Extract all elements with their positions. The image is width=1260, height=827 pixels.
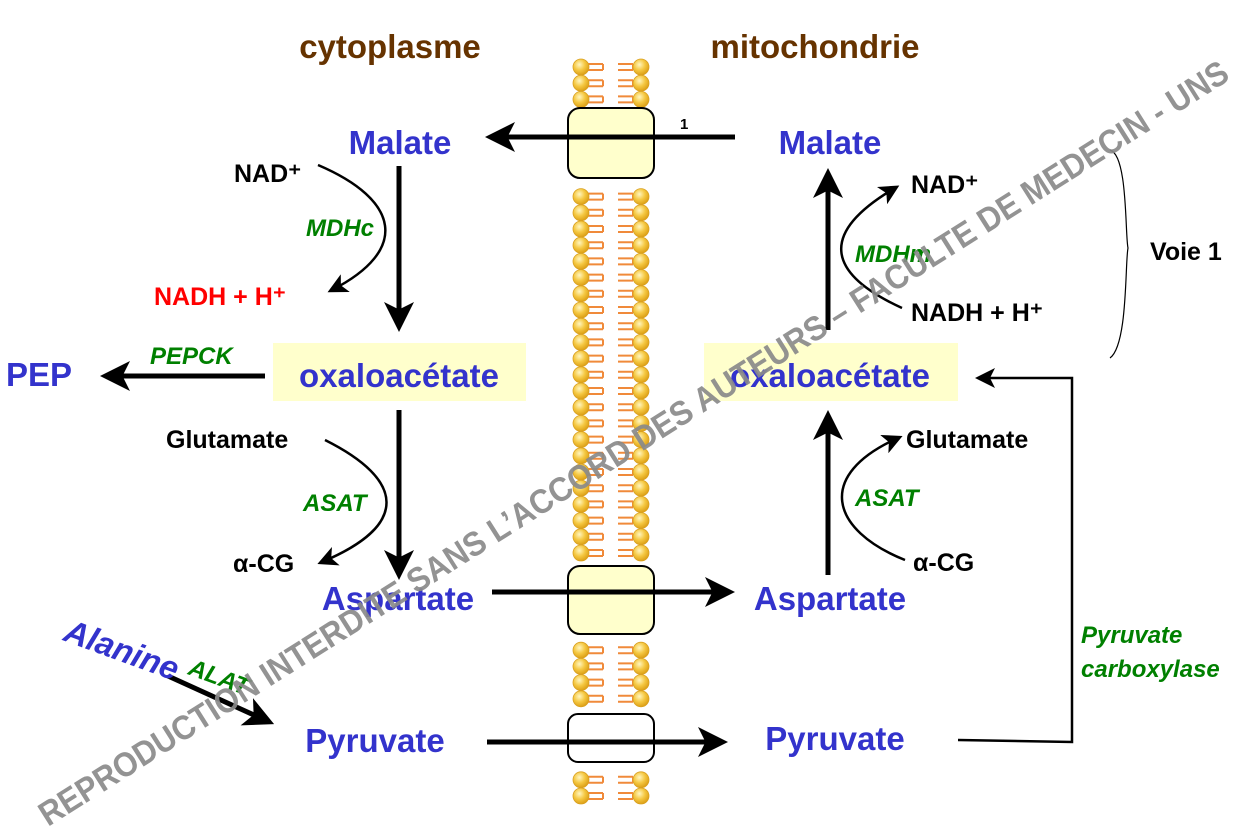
lipid-row	[572, 658, 650, 675]
nad-mito: NAD⁺	[911, 171, 978, 199]
lipid-row	[572, 74, 650, 92]
mdhm-cofactor-arrow	[839, 185, 903, 310]
lipid-row	[572, 771, 650, 789]
lipid-row	[572, 382, 650, 400]
lipid-row	[572, 269, 650, 287]
title-mitochondria: mitochondrie	[710, 28, 919, 65]
lipid-row	[572, 301, 650, 319]
oaa-cyto: oxaloacétate	[299, 357, 499, 394]
enzyme-pc-line2: carboxylase	[1081, 656, 1220, 683]
enzyme-asat-mito: ASAT	[854, 485, 921, 512]
lipid-row	[572, 463, 650, 481]
asat-mito-cofactor-arrow	[840, 434, 906, 562]
lipid-row	[572, 91, 650, 108]
lipid-row	[572, 512, 650, 529]
lipid-row	[572, 252, 650, 270]
asat-cyto-cofactor-arrow	[317, 438, 388, 566]
title-cytoplasm: cytoplasme	[299, 28, 481, 65]
enzyme-asat-cyto: ASAT	[302, 490, 369, 517]
enzyme-pc-line1: Pyruvate	[1081, 622, 1182, 649]
transport-label: 1	[680, 116, 688, 133]
mdhc-cofactor-arrow	[317, 163, 387, 293]
lipid-row	[572, 787, 650, 805]
oaa-mito: oxaloacétate	[730, 357, 930, 394]
nadh-mito: NADH + H⁺	[911, 299, 1043, 327]
lipid-row	[572, 544, 650, 562]
lipid-row	[572, 447, 650, 465]
oaa-cyto-highlight	[273, 343, 526, 401]
aspartate-cyto: Aspartate	[322, 580, 474, 617]
lipid-row	[572, 204, 650, 222]
glutamate-cyto: Glutamate	[166, 426, 288, 454]
malate-cyto: Malate	[349, 124, 452, 161]
lipid-row	[572, 236, 650, 254]
lipid-row	[572, 674, 650, 691]
enzyme-pepck: PEPCK	[150, 343, 234, 370]
acg-cyto: α-CG	[233, 550, 294, 578]
lipid-row	[572, 479, 650, 497]
oaa-mito-highlight	[704, 343, 958, 401]
lipid-row	[572, 495, 650, 513]
pyruvate-carboxylase-arrow	[957, 368, 1074, 744]
nad-cyto: NAD⁺	[234, 160, 301, 188]
lipid-row	[572, 317, 650, 335]
voie-brace	[1109, 149, 1129, 359]
voie-label: Voie 1	[1150, 238, 1222, 266]
enzyme-mdhc: MDHc	[306, 215, 374, 242]
lipid-row	[572, 398, 650, 416]
alat-arrow	[166, 673, 275, 726]
malate-mito: Malate	[779, 124, 882, 161]
lipid-row	[572, 285, 650, 303]
pyruvate-cyto: Pyruvate	[305, 722, 444, 759]
membrane-bilayer	[572, 58, 650, 805]
lipid-row	[572, 431, 650, 449]
lipid-row	[572, 641, 650, 659]
pyruvate-transporter	[567, 713, 655, 763]
enzyme-mdhm: MDHm	[855, 241, 931, 268]
lipid-row	[572, 333, 650, 351]
alanine: Alanine	[59, 611, 185, 687]
aspartate-mito: Aspartate	[754, 580, 906, 617]
lipid-row	[572, 528, 650, 546]
acg-mito: α-CG	[913, 549, 974, 577]
lipid-row	[572, 220, 650, 238]
aspartate-transporter	[567, 565, 655, 635]
pyruvate-mito: Pyruvate	[765, 720, 904, 757]
lipid-row	[572, 350, 650, 368]
lipid-row	[572, 690, 650, 708]
glutamate-mito: Glutamate	[906, 426, 1028, 454]
lipid-row	[572, 58, 650, 76]
malate-transporter	[567, 107, 655, 179]
lipid-row	[572, 366, 650, 384]
pep: PEP	[6, 356, 72, 393]
nadh-cyto: NADH + H⁺	[154, 283, 286, 311]
lipid-row	[572, 188, 650, 206]
